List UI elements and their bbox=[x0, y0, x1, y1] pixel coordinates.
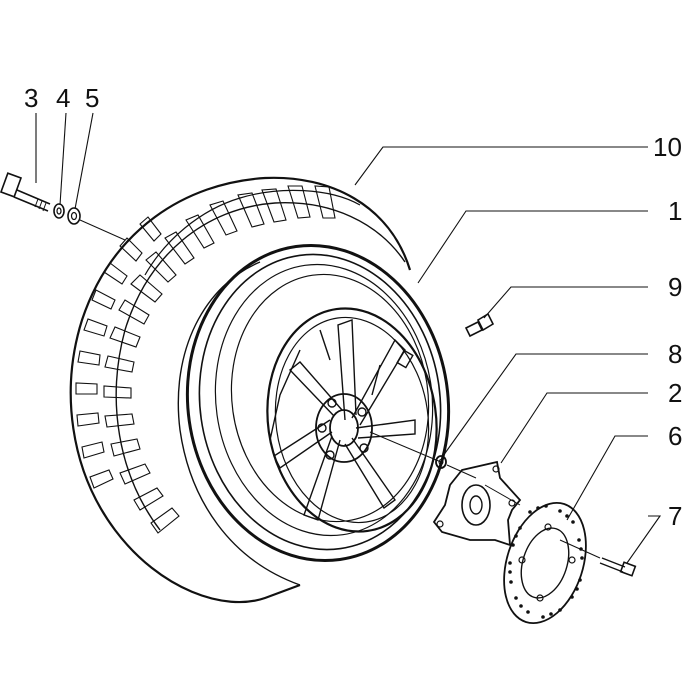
callout-10: 10 bbox=[653, 132, 682, 162]
callout-6: 6 bbox=[668, 421, 682, 451]
brake-disc-part-6 bbox=[503, 501, 587, 625]
callout-5: 5 bbox=[85, 83, 99, 113]
callout-3: 3 bbox=[24, 83, 38, 113]
washer-5 bbox=[67, 207, 81, 225]
callout-1: 1 bbox=[668, 196, 682, 226]
disc-holes bbox=[508, 504, 584, 619]
tire bbox=[69, 176, 412, 604]
callout-4: 4 bbox=[56, 83, 70, 113]
valve-part-9 bbox=[464, 312, 495, 338]
axle-bolt bbox=[0, 172, 51, 212]
assembly-axis bbox=[369, 431, 601, 559]
tread-pattern bbox=[75, 185, 336, 534]
leader-lines bbox=[35, 112, 662, 564]
callout-8: 8 bbox=[668, 339, 682, 369]
rim-spokes bbox=[269, 319, 416, 521]
disc-bolt-part-7 bbox=[599, 557, 637, 577]
washer-4 bbox=[53, 203, 65, 219]
callout-9: 9 bbox=[668, 272, 682, 302]
callout-7: 7 bbox=[668, 501, 682, 531]
axle-centerline bbox=[79, 219, 126, 241]
callout-2: 2 bbox=[668, 378, 682, 408]
rim bbox=[185, 243, 451, 563]
spacer-part-8 bbox=[435, 455, 447, 469]
disc-carrier-part-2 bbox=[432, 460, 522, 547]
